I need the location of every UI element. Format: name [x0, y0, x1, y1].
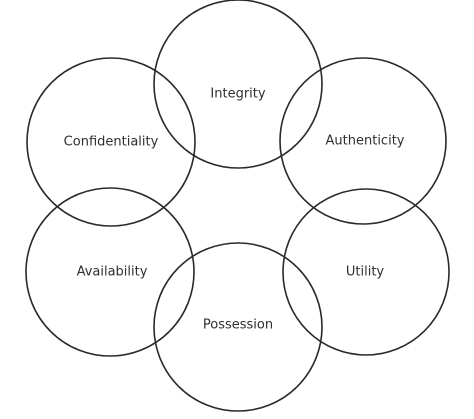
possession-label: Possession: [203, 318, 273, 333]
availability-label: Availability: [77, 265, 148, 280]
utility-label: Utility: [346, 265, 385, 280]
node-utility: Utility: [282, 188, 450, 356]
utility-circle: [282, 188, 450, 356]
integrity-circle: [153, 0, 323, 169]
node-authenticity: Authenticity: [279, 57, 447, 225]
node-availability: Availability: [25, 187, 195, 357]
authenticity-circle: [279, 57, 447, 225]
node-possession: Possession: [153, 242, 323, 412]
authenticity-label: Authenticity: [326, 134, 405, 149]
possession-circle: [153, 242, 323, 412]
node-integrity: Integrity: [153, 0, 323, 169]
availability-circle: [25, 187, 195, 357]
confidentiality-circle: [26, 57, 196, 227]
integrity-label: Integrity: [210, 87, 265, 102]
node-confidentiality: Confidentiality: [26, 57, 196, 227]
confidentiality-label: Confidentiality: [64, 135, 159, 150]
